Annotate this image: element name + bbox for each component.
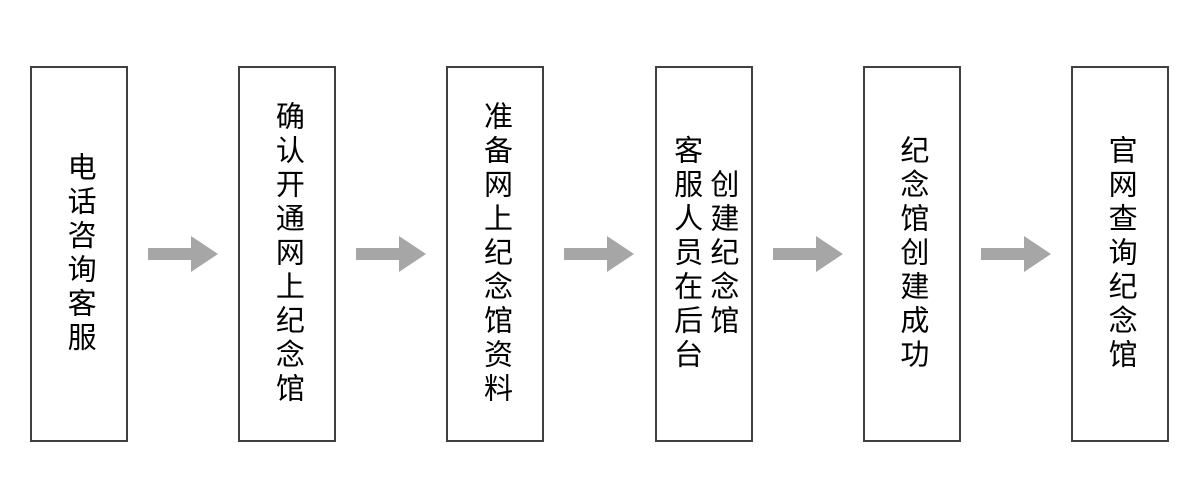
arrow-right-icon xyxy=(356,236,427,272)
flow-step-2-label: 确认开通网上纪念馆 xyxy=(271,101,304,407)
arrow-right-shape xyxy=(980,236,1051,272)
arrow-right-icon xyxy=(980,236,1051,272)
flow-step-5: 纪念馆创建成功 xyxy=(862,66,961,442)
arrow-right-icon xyxy=(772,236,843,272)
flow-step-4-label: 客服人员在后台 创建纪念馆 xyxy=(669,135,738,373)
flow-step-1: 电话咨询客服 xyxy=(30,66,128,442)
flow-step-1-label: 电话咨询客服 xyxy=(63,152,96,356)
arrow-right-shape xyxy=(564,236,635,272)
flow-step-4: 客服人员在后台 创建纪念馆 xyxy=(654,66,753,442)
flow-step-3: 准备网上纪念馆资料 xyxy=(446,66,545,442)
arrow-right-shape xyxy=(356,236,427,272)
arrow-right-icon xyxy=(148,236,219,272)
flow-step-2: 确认开通网上纪念馆 xyxy=(238,66,337,442)
flow-step-3-label: 准备网上纪念馆资料 xyxy=(479,101,512,407)
arrow-right-icon xyxy=(564,236,635,272)
arrow-right-shape xyxy=(148,236,219,272)
flow-row: 电话咨询客服 确认开通网上纪念馆 准备网上纪念馆资料 客服人员在后台 创建纪念馆… xyxy=(30,66,1169,442)
flow-step-6-label: 官网查询纪念馆 xyxy=(1104,135,1137,373)
arrow-right-shape xyxy=(772,236,843,272)
flow-step-6: 官网查询纪念馆 xyxy=(1070,66,1169,442)
flow-step-5-label: 纪念馆创建成功 xyxy=(895,135,928,373)
